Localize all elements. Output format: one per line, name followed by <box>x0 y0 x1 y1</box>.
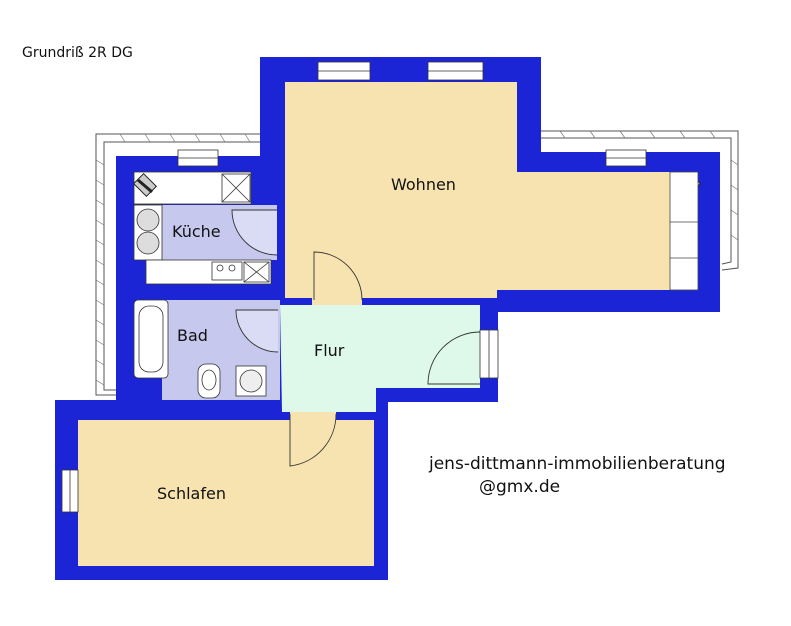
wohnen-fixtures <box>669 171 699 291</box>
room-label-flur: Flur <box>314 341 345 360</box>
wohnen-doorway <box>312 290 362 305</box>
sink-icon <box>136 231 160 255</box>
kitchen-fixtures <box>133 171 272 285</box>
room-schlafen-area <box>78 420 374 566</box>
door-swings <box>231 209 481 467</box>
windows <box>61 61 647 513</box>
room-fills <box>78 82 670 566</box>
room-label-kueche: Küche <box>172 222 221 241</box>
terrace-left <box>95 133 260 396</box>
room-label-bad: Bad <box>177 326 208 345</box>
room-label-schlafen: Schlafen <box>157 484 226 503</box>
door-schlafen <box>289 413 337 467</box>
room-label-wohnen: Wohnen <box>391 175 456 194</box>
door-bad <box>235 309 279 353</box>
room-wohnen-area <box>285 82 670 298</box>
plan-title: Grundriß 2R DG <box>22 45 133 61</box>
sink-icon <box>136 208 160 232</box>
contact-line-2: @gmx.de <box>479 477 560 497</box>
door-entrance <box>427 331 481 385</box>
stove-icon <box>211 261 243 281</box>
bathroom-fixtures <box>133 299 267 399</box>
door-kueche <box>231 209 278 256</box>
contact-line-1: jens-dittmann-immobilienberatung <box>428 454 726 474</box>
hall-doorway <box>290 412 336 424</box>
room-flur-area <box>280 305 480 412</box>
terrace-right <box>540 130 739 271</box>
door-wohnen <box>313 251 363 301</box>
